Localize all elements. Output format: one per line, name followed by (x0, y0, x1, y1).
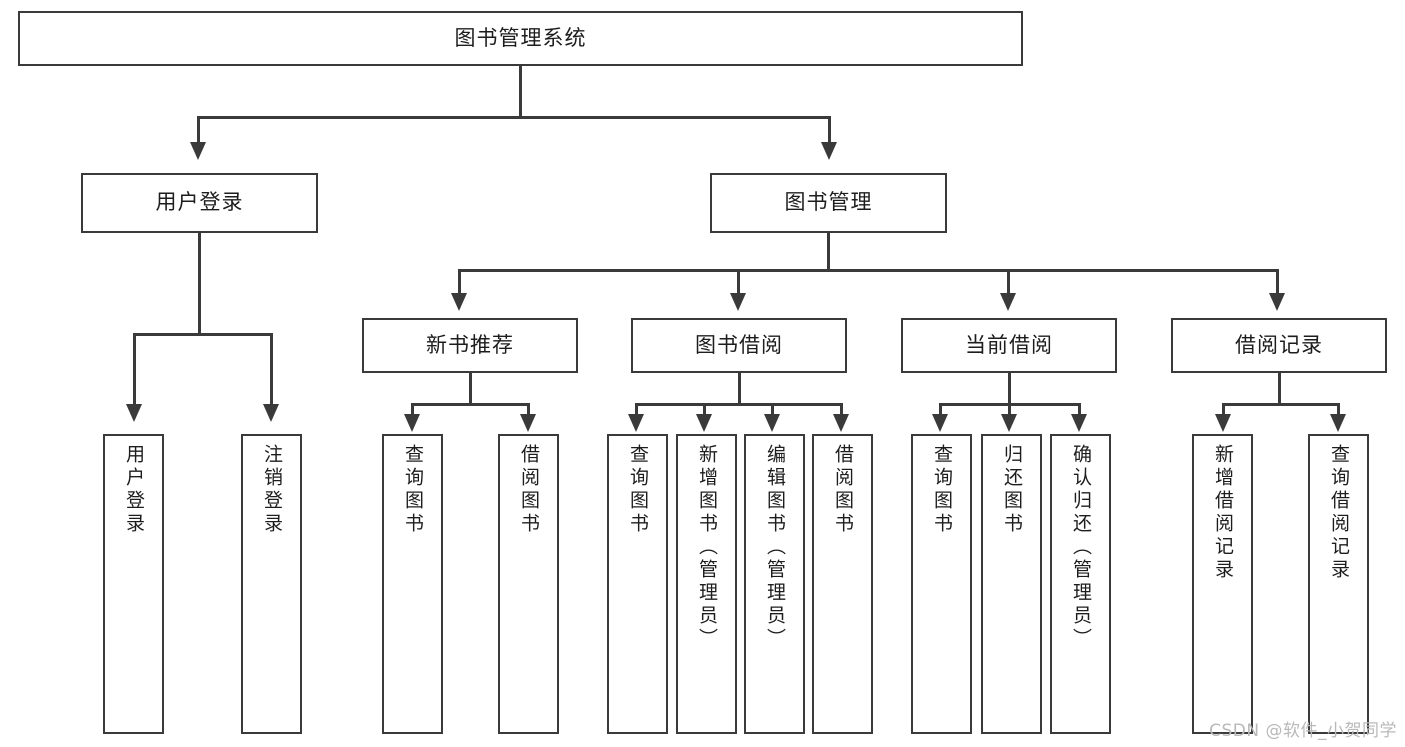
node-label: 图书借阅 (695, 332, 783, 357)
leaf-label: 新增图书（管理员） (696, 444, 718, 651)
leaf-bb-edit-book-admin[interactable]: 编辑图书（管理员） (744, 434, 805, 734)
arrowhead-to-new-book-recommend (451, 293, 467, 311)
leaf-label: 用户登录 (123, 444, 145, 536)
leaf-cb-query-book[interactable]: 查询图书 (911, 434, 972, 734)
arrowhead-leaf-cb-1 (932, 414, 948, 432)
arrowhead-leaf-cb-2 (1001, 414, 1017, 432)
leaf-label: 确认归还（管理员） (1070, 444, 1092, 651)
arrowhead-leaf-br-1 (1215, 414, 1231, 432)
leaf-bb-query-book[interactable]: 查询图书 (607, 434, 668, 734)
leaf-user-login[interactable]: 用户登录 (103, 434, 164, 734)
connector-root-bus (197, 116, 831, 119)
leaf-logout[interactable]: 注销登录 (241, 434, 302, 734)
leaf-label: 借阅图书 (832, 444, 854, 536)
connector-bb-arm-1 (635, 403, 638, 417)
leaf-label: 查询图书 (627, 444, 649, 536)
connector-bm-arm-4 (1276, 269, 1279, 295)
connector-bm-arm-1 (458, 269, 461, 295)
arrowhead-leaf-bb-2 (696, 414, 712, 432)
node-new-book-recommend[interactable]: 新书推荐 (362, 318, 578, 373)
leaf-label: 查询图书 (931, 444, 953, 536)
connector-cb-arm-2 (1008, 403, 1011, 417)
connector-cb-stem (1008, 373, 1011, 405)
connector-user-login-stem (198, 233, 201, 335)
arrowhead-to-user-login (190, 142, 206, 160)
connector-bb-arm-4 (840, 403, 843, 417)
connector-cb-arm-1 (939, 403, 942, 417)
arrowhead-leaf-bb-4 (833, 414, 849, 432)
leaf-label: 注销登录 (261, 444, 283, 536)
connector-bb-arm-2 (703, 403, 706, 417)
arrowhead-leaf-nbr-1 (404, 414, 420, 432)
leaf-bb-add-book-admin[interactable]: 新增图书（管理员） (676, 434, 737, 734)
leaf-label: 新增借阅记录 (1212, 444, 1234, 582)
connector-br-arm-2 (1337, 403, 1340, 417)
arrowhead-to-book-management (821, 142, 837, 160)
arrowhead-leaf-cb-3 (1071, 414, 1087, 432)
connector-root-right-arm (828, 116, 831, 144)
connector-user-login-bus (133, 333, 273, 336)
node-label: 当前借阅 (965, 332, 1053, 357)
node-book-borrow[interactable]: 图书借阅 (631, 318, 847, 373)
arrowhead-leaf-user-login (126, 404, 142, 422)
node-user-login[interactable]: 用户登录 (81, 173, 318, 233)
connector-nbr-bus (411, 403, 530, 406)
leaf-label: 借阅图书 (518, 444, 540, 536)
connector-nbr-arm-1 (411, 403, 414, 417)
connector-user-login-arm-2 (270, 333, 273, 406)
leaf-label: 查询图书 (402, 444, 424, 536)
arrowhead-leaf-bb-3 (764, 414, 780, 432)
connector-cb-arm-3 (1078, 403, 1081, 417)
connector-root-left-arm (197, 116, 200, 144)
leaf-nbr-query-book[interactable]: 查询图书 (382, 434, 443, 734)
connector-br-bus (1222, 403, 1340, 406)
leaf-label: 编辑图书（管理员） (764, 444, 786, 651)
node-label: 新书推荐 (426, 332, 514, 357)
connector-bb-bus (635, 403, 843, 406)
node-borrow-record[interactable]: 借阅记录 (1171, 318, 1387, 373)
node-label: 图书管理 (784, 190, 873, 215)
arrowhead-leaf-bb-1 (628, 414, 644, 432)
arrowhead-to-book-borrow (730, 293, 746, 311)
arrowhead-to-borrow-record (1269, 293, 1285, 311)
connector-book-management-stem (827, 233, 830, 271)
node-label: 借阅记录 (1235, 332, 1323, 357)
connector-user-login-arm-1 (133, 333, 136, 406)
connector-bm-arm-3 (1007, 269, 1010, 295)
leaf-cb-return-book[interactable]: 归还图书 (981, 434, 1042, 734)
connector-bb-arm-3 (771, 403, 774, 417)
arrowhead-leaf-nbr-2 (520, 414, 536, 432)
arrowhead-leaf-br-2 (1330, 414, 1346, 432)
leaf-bb-borrow-book[interactable]: 借阅图书 (812, 434, 873, 734)
connector-nbr-stem (469, 373, 472, 405)
node-label: 图书管理系统 (454, 25, 587, 50)
arrowhead-to-current-borrow (1000, 293, 1016, 311)
node-current-borrow[interactable]: 当前借阅 (901, 318, 1117, 373)
leaf-nbr-borrow-book[interactable]: 借阅图书 (498, 434, 559, 734)
connector-root-stem (519, 66, 522, 118)
arrowhead-leaf-logout (263, 404, 279, 422)
node-label: 用户登录 (155, 190, 244, 215)
leaf-label: 查询借阅记录 (1328, 444, 1350, 582)
leaf-br-query-record[interactable]: 查询借阅记录 (1308, 434, 1369, 734)
connector-book-management-bus (458, 269, 1278, 272)
node-book-management[interactable]: 图书管理 (710, 173, 947, 233)
connector-br-arm-1 (1222, 403, 1225, 417)
connector-br-stem (1278, 373, 1281, 405)
leaf-label: 归还图书 (1001, 444, 1023, 536)
node-root-book-management-system[interactable]: 图书管理系统 (18, 11, 1023, 66)
connector-bb-stem (738, 373, 741, 405)
connector-nbr-arm-2 (527, 403, 530, 417)
connector-bm-arm-2 (737, 269, 740, 295)
leaf-cb-confirm-return-admin[interactable]: 确认归还（管理员） (1050, 434, 1111, 734)
leaf-br-add-record[interactable]: 新增借阅记录 (1192, 434, 1253, 734)
